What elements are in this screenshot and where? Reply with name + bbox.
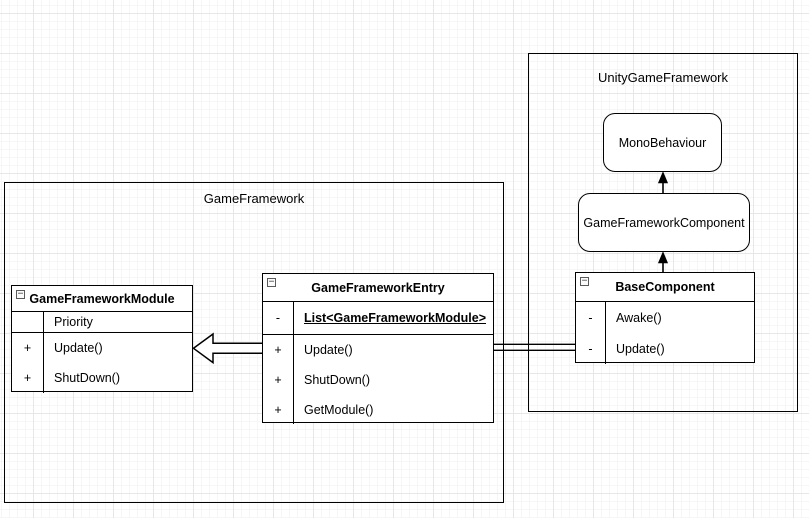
- member-label: Priority: [54, 315, 93, 329]
- member-label: List<GameFrameworkModule>: [304, 311, 487, 325]
- member-visibility-marker: -: [263, 302, 294, 334]
- collapse-glyph: −: [17, 288, 24, 300]
- member-label: ShutDown(): [54, 371, 120, 385]
- member-row-priority[interactable]: Priority: [12, 312, 192, 333]
- member-visibility-marker: [12, 312, 44, 332]
- container-unitygameframework[interactable]: UnityGameFramework: [528, 53, 798, 412]
- member-row-update[interactable]: + Update(): [263, 335, 493, 365]
- class-gameframeworkmodule-header: − GameFrameworkModule: [12, 286, 192, 312]
- member-row-getmodule[interactable]: + GetModule(): [263, 395, 493, 424]
- collapse-glyph: −: [581, 275, 588, 287]
- container-gameframework[interactable]: GameFramework: [4, 182, 504, 503]
- class-gameframeworkentry-header: − GameFrameworkEntry: [263, 274, 493, 302]
- member-label: Update(): [54, 341, 103, 355]
- collapse-minus-icon[interactable]: −: [580, 275, 589, 287]
- collapse-minus-icon[interactable]: −: [16, 288, 25, 300]
- node-label: MonoBehaviour: [618, 135, 707, 150]
- container-unitygameframework-title: UnityGameFramework: [597, 70, 729, 85]
- member-row-list-field[interactable]: - List<GameFrameworkModule>: [263, 302, 493, 335]
- member-visibility-marker: +: [263, 335, 294, 365]
- member-row-update[interactable]: + Update(): [12, 333, 192, 363]
- container-gameframework-title: GameFramework: [203, 191, 305, 206]
- member-label: ShutDown(): [304, 373, 370, 387]
- member-row-awake[interactable]: - Awake(): [576, 302, 754, 333]
- member-visibility-marker: +: [263, 395, 294, 424]
- collapse-glyph: −: [268, 276, 275, 288]
- member-label: Awake(): [616, 310, 662, 325]
- member-visibility-marker: -: [576, 333, 606, 364]
- class-gameframeworkentry[interactable]: − GameFrameworkEntry - List<GameFramewor…: [262, 273, 494, 424]
- collapse-minus-icon[interactable]: −: [267, 276, 276, 288]
- member-visibility-marker: +: [12, 333, 44, 363]
- node-label: GameFrameworkComponent: [583, 215, 745, 230]
- member-label: GetModule(): [304, 402, 374, 417]
- member-row-update[interactable]: - Update(): [576, 333, 754, 364]
- class-gameframeworkmodule[interactable]: − GameFrameworkModule Priority + Update(…: [11, 285, 193, 393]
- class-title: GameFrameworkEntry: [311, 280, 445, 295]
- class-title: GameFrameworkModule: [29, 291, 175, 306]
- class-basecomponent-header: − BaseComponent: [576, 273, 754, 302]
- member-row-shutdown[interactable]: + ShutDown(): [12, 363, 192, 393]
- member-row-shutdown[interactable]: + ShutDown(): [263, 365, 493, 395]
- class-basecomponent[interactable]: − BaseComponent - Awake() - Update(): [575, 272, 755, 364]
- member-label: Update(): [304, 343, 353, 357]
- member-label: Update(): [616, 341, 665, 356]
- class-title: BaseComponent: [615, 280, 715, 294]
- node-gameframeworkcomponent[interactable]: GameFrameworkComponent: [578, 193, 750, 252]
- node-monobehaviour[interactable]: MonoBehaviour: [603, 113, 722, 172]
- member-visibility-marker: -: [576, 302, 606, 333]
- member-visibility-marker: +: [263, 365, 294, 395]
- member-visibility-marker: +: [12, 363, 44, 393]
